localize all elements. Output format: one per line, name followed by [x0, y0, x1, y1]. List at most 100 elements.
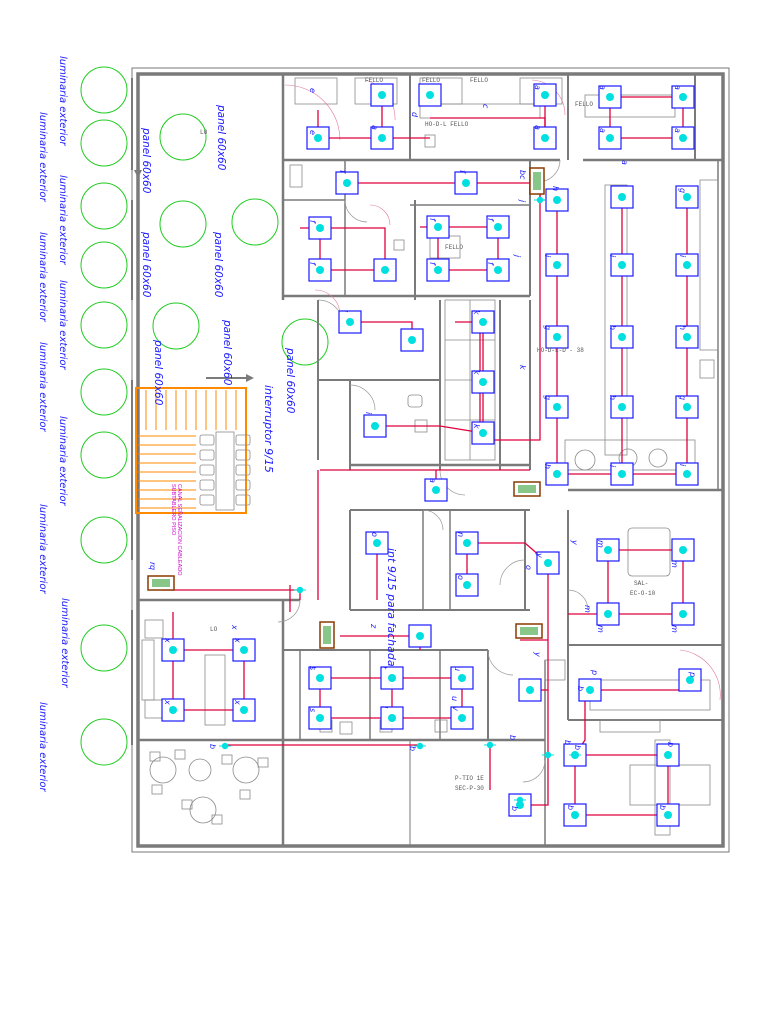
- circuit-tag: h: [608, 325, 617, 330]
- circuit-tag: a: [598, 85, 607, 90]
- label-panel-60x60: panel 60x60: [152, 339, 164, 406]
- circuit-tag: j: [518, 199, 527, 203]
- ceiling-fixture: [598, 126, 622, 150]
- label-panel-60x60: panel 60x60: [212, 231, 224, 298]
- circuit-tag: b: [566, 805, 575, 810]
- circuit-tag: k: [472, 370, 481, 375]
- circuit-tag: h: [608, 395, 617, 400]
- ceiling-fixture: [598, 85, 622, 109]
- ceiling-fixture: [424, 478, 448, 502]
- circuit-tag: a: [533, 125, 542, 130]
- ceiling-fixture: [471, 421, 495, 445]
- ceiling-fixture: [671, 85, 695, 109]
- note-tablero-2: SUBTABLERO PISO: [170, 484, 176, 536]
- ceiling-fixture: [675, 185, 699, 209]
- circuit-tag: x: [233, 699, 242, 705]
- exterior-light-circle: [159, 113, 207, 161]
- label-luminaria-exterior: luminaria exterior: [37, 504, 48, 594]
- circuit-tag: i: [678, 255, 687, 258]
- ceiling-fixture: [545, 253, 569, 277]
- circuit-tag: b: [573, 745, 582, 750]
- room-text-item: LO: [200, 129, 208, 136]
- circuit-tag: g: [678, 395, 687, 400]
- circuit-tag: a: [598, 128, 607, 133]
- wall-sconces: [219, 196, 581, 804]
- circuit-tag: y: [533, 651, 542, 657]
- circuit-tag: x: [230, 624, 239, 630]
- ceiling-fixture: [678, 668, 702, 692]
- exterior-light-circle: [80, 301, 128, 349]
- circuit-tag: i: [543, 255, 552, 258]
- circuit-tag: f: [308, 262, 317, 266]
- panel-box: [319, 621, 335, 649]
- label-luminaria-exterior: luminaria exterior: [37, 112, 48, 202]
- ceiling-fixture: [308, 216, 332, 240]
- circuit-tag: m: [596, 625, 605, 633]
- exterior-luminaires: [80, 66, 329, 766]
- room-text-item: FELLO: [470, 77, 488, 84]
- note-tablero-1: CANAL SEÑALIZACION CABLEADO: [176, 484, 183, 576]
- circuit-tag: o: [456, 575, 465, 580]
- panel-box: [529, 167, 545, 195]
- label-luminaria-exterior: luminaria exterior: [37, 232, 48, 322]
- ceiling-fixture: [545, 325, 569, 349]
- exterior-light-circle: [80, 624, 128, 672]
- ceiling-fixture: [545, 395, 569, 419]
- ceiling-fixture: [533, 126, 557, 150]
- circuit-tag: i: [364, 412, 373, 415]
- exterior-light-circle: [80, 718, 128, 766]
- ceiling-fixture: [610, 185, 634, 209]
- circuit-tag: f: [428, 218, 437, 222]
- circuit-tag: b: [208, 744, 217, 749]
- circuit-tag: t: [379, 666, 388, 670]
- room-text-item: HO-D-L-D - 38: [537, 347, 584, 354]
- label-panel-60x60: panel 60x60: [284, 347, 296, 414]
- circuit-tag: f: [458, 170, 467, 174]
- ceiling-fixture: [610, 395, 634, 419]
- wall-sconce: [514, 796, 526, 804]
- room-text-item: FELLO: [575, 101, 593, 108]
- ceiling-fixture: [671, 538, 695, 562]
- label-luminaria-exterior: luminaria exterior: [37, 702, 48, 792]
- ceiling-fixture: [426, 215, 450, 239]
- ceiling-fixture: [578, 678, 602, 702]
- ceiling-fixture: [370, 83, 394, 107]
- ceiling-fixture: [380, 706, 404, 730]
- circuit-tag: a: [370, 125, 379, 130]
- building-walls: [131, 67, 730, 853]
- label-luminaria-exterior: luminaria exterior: [57, 416, 68, 506]
- circuit-tag: t: [308, 666, 317, 670]
- label-luminaria-exterior: luminaria exterior: [37, 342, 48, 432]
- label-interruptor: interruptor 9/15: [262, 385, 275, 473]
- circuit-tag: d: [410, 112, 419, 118]
- exterior-light-circle: [80, 182, 128, 230]
- circuit-tag: c: [481, 104, 490, 109]
- label-panel-60x60: panel 60x60: [140, 231, 152, 298]
- circuit-tag: b: [666, 742, 675, 747]
- circuit-tag: s: [308, 666, 317, 670]
- circuit-tag: m: [583, 605, 592, 613]
- circuit-tag: b: [408, 746, 417, 751]
- panel-box: [513, 481, 541, 497]
- wall-sconce: [484, 741, 496, 749]
- circuit-tag: v: [451, 706, 460, 711]
- circuit-tag: p: [590, 669, 599, 675]
- circuit-tag: g: [678, 188, 687, 193]
- exterior-labels: luminaria exterior luminaria exterior lu…: [37, 56, 70, 792]
- room-text-item: FELLO: [422, 77, 440, 84]
- circuit-tag: b: [510, 806, 519, 811]
- wall-sconce: [542, 751, 554, 759]
- circuit-tag: x: [163, 699, 172, 705]
- circuit-tag: h: [543, 464, 552, 469]
- ceiling-fixture: [370, 126, 394, 150]
- label-luminaria-exterior: luminaria exterior: [57, 280, 68, 370]
- circuit-tag: f: [486, 218, 495, 222]
- ceiling-fixture: [471, 370, 495, 394]
- ceiling-fixture: [161, 698, 185, 722]
- exterior-light-circle: [281, 318, 329, 366]
- ceiling-fixture: [408, 624, 432, 648]
- exterior-light-circle: [231, 198, 279, 246]
- ceiling-fixture: [610, 253, 634, 277]
